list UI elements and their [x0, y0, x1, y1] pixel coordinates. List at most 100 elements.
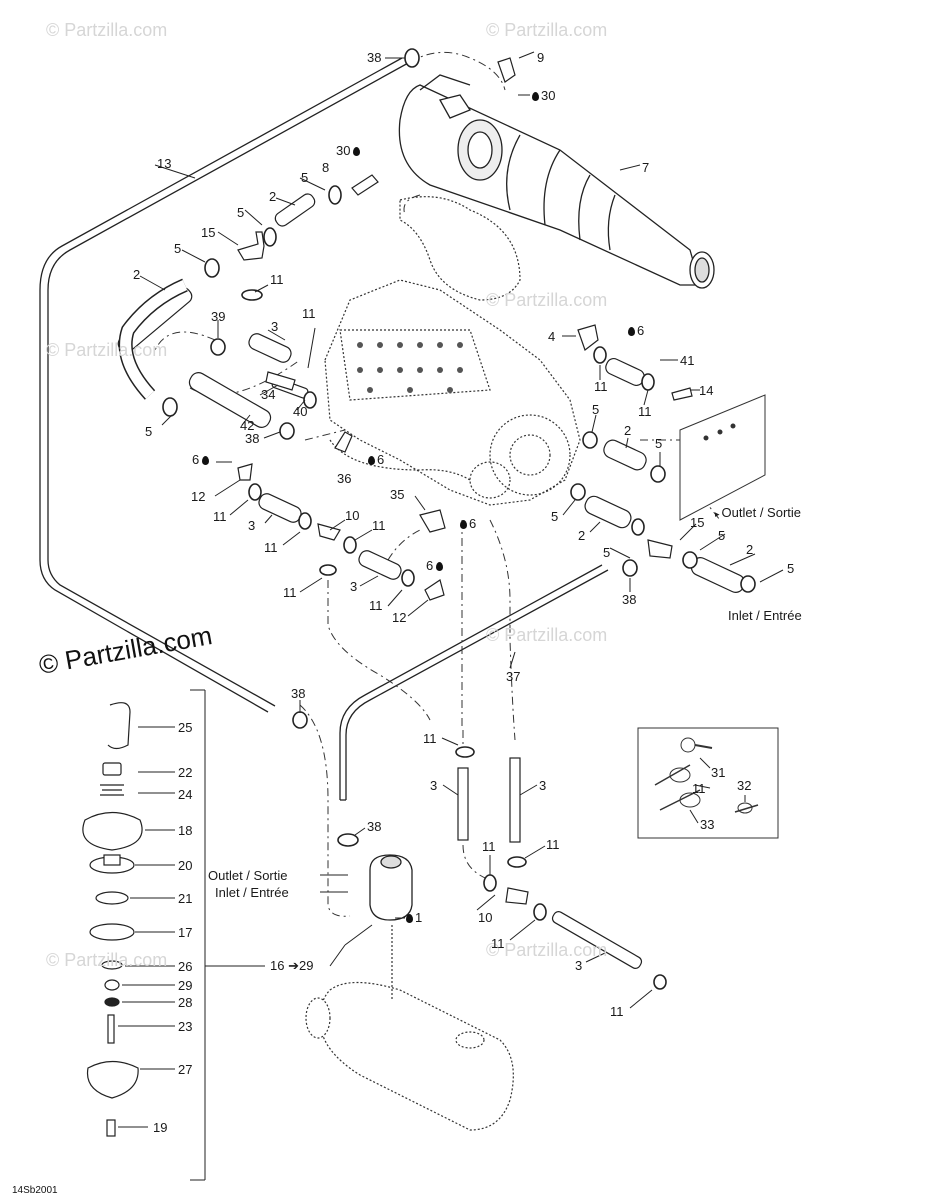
callout-5: 5 — [301, 170, 309, 185]
callout-34: 34 — [261, 387, 276, 402]
watermark: © Partzilla.com — [46, 340, 168, 360]
callout-5: 5 — [718, 528, 726, 543]
callout-2: 2 — [133, 267, 141, 282]
callout-10: 10 — [478, 910, 493, 925]
drop-icon — [202, 456, 210, 465]
callout-30b: 30 — [336, 144, 362, 157]
callout-19: 19 — [153, 1120, 168, 1135]
drop-icon — [406, 914, 413, 923]
callout-4: 4 — [548, 329, 556, 344]
callout-42: 42 — [240, 418, 255, 433]
clamp-kit-box — [637, 727, 779, 839]
callout-22: 22 — [178, 765, 193, 780]
callout-2: 2 — [746, 542, 754, 557]
callout-2: 2 — [624, 423, 632, 438]
callout-5: 5 — [174, 241, 182, 256]
callout-23: 23 — [178, 1019, 193, 1034]
callout-11: 11 — [546, 837, 560, 852]
callout-18: 18 — [178, 823, 193, 838]
fittings — [237, 57, 693, 905]
diagram-code: 14Sb2001 — [12, 1185, 58, 1196]
callout-39: 39 — [211, 309, 226, 324]
callout-11: 11 — [302, 306, 316, 321]
callout-32: 32 — [737, 778, 752, 793]
routing-dashes — [154, 51, 721, 917]
callout-3: 3 — [248, 518, 256, 533]
callout-36: 36 — [337, 471, 352, 486]
overflow-tank — [305, 925, 514, 1131]
callout-26: 26 — [178, 959, 193, 974]
callout-9: 9 — [537, 50, 545, 65]
callout-40: 40 — [293, 404, 308, 419]
callout-outlet-right: ▸Outlet / Sortie — [715, 505, 802, 520]
callout-11: 11 — [369, 598, 383, 613]
callout-2: 2 — [578, 528, 586, 543]
callout-11: 11 — [638, 404, 652, 419]
callout-6: 6 — [628, 324, 644, 337]
outlet-plate — [679, 394, 766, 521]
callout-3: 3 — [430, 778, 438, 793]
drop-icon — [353, 147, 361, 156]
hose-segments — [117, 193, 746, 969]
callout-6: 6 — [368, 453, 384, 466]
callout-3: 3 — [271, 319, 279, 334]
drop-icon — [368, 456, 375, 465]
cap-assembly-parts — [82, 702, 143, 1137]
callout-11: 11 — [372, 518, 386, 533]
callout-11: 11 — [283, 585, 297, 600]
callout-17: 17 — [178, 925, 193, 940]
callout-15: 15 — [201, 225, 216, 240]
callout-5: 5 — [655, 436, 663, 451]
drop-icon — [460, 520, 467, 529]
callout-38: 38 — [291, 686, 306, 701]
callout-27: 27 — [178, 1062, 193, 1077]
callout-28: 28 — [178, 995, 193, 1010]
callout-15: 15 — [690, 515, 705, 530]
callout-inlet-tank: Inlet / Entrée — [215, 885, 289, 900]
callout-12: 12 — [392, 610, 407, 625]
callout-5: 5 — [237, 205, 245, 220]
watermark: © Partzilla.com — [486, 625, 608, 645]
callout-33: 33 — [700, 817, 715, 832]
callout-31: 31 — [711, 765, 726, 780]
watermark: © Partzilla.com — [486, 290, 608, 310]
callout-inlet-right: Inlet / Entrée — [728, 608, 802, 623]
callout-35: 35 — [390, 487, 405, 502]
callout-11: 11 — [264, 540, 278, 555]
callout-5: 5 — [787, 561, 795, 576]
callout-11: 11 — [423, 731, 437, 746]
callout-11: 11 — [692, 781, 706, 796]
callout-3: 3 — [350, 579, 358, 594]
callout-20: 20 — [178, 858, 193, 873]
callout-8: 8 — [322, 160, 330, 175]
callout-12: 12 — [191, 489, 206, 504]
callout-11: 11 — [610, 1004, 624, 1019]
callout-6: 6 — [426, 559, 445, 572]
watermark: © Partzilla.com — [46, 950, 168, 970]
engine — [324, 196, 581, 506]
watermark: © Partzilla.com — [46, 20, 168, 40]
drop-icon — [628, 327, 635, 336]
callout-25: 25 — [178, 720, 193, 735]
engine-bolts — [357, 342, 463, 393]
callout-5: 5 — [592, 402, 600, 417]
callout-3: 3 — [575, 958, 583, 973]
callout-11: 11 — [491, 936, 505, 951]
callout-7: 7 — [642, 160, 650, 175]
callout-5: 5 — [603, 545, 611, 560]
callout-5: 5 — [145, 424, 153, 439]
callout-11: 11 — [270, 272, 284, 287]
callout-38: 38 — [245, 431, 260, 446]
callout-38: 38 — [367, 819, 382, 834]
callout-10: 10 — [345, 508, 360, 523]
callout-13: 13 — [157, 156, 172, 171]
callout-30: 30 — [532, 89, 555, 102]
callout-1: 1 — [406, 911, 422, 924]
callout-2: 2 — [269, 189, 277, 204]
callout-5: 5 — [551, 509, 559, 524]
callout-6: 6 — [192, 453, 211, 466]
callout-11: 11 — [213, 509, 227, 524]
leader-lines — [118, 51, 784, 1128]
callout-3: 3 — [539, 778, 547, 793]
